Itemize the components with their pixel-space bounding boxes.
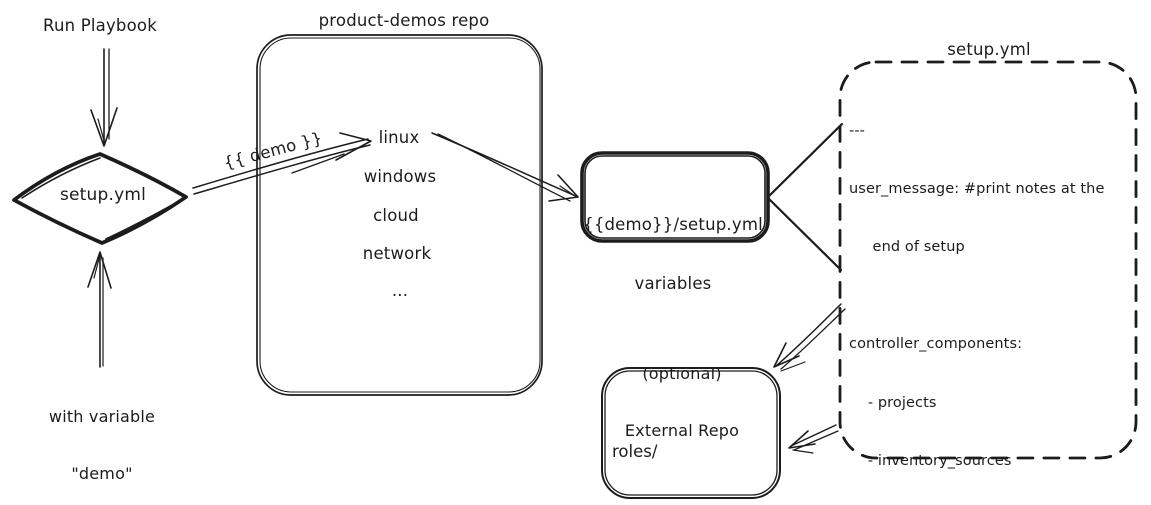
external-repo-line: playbooks/ [612, 504, 701, 505]
yaml-line: --- [849, 122, 865, 139]
setup-yml-content: --- user_message: #print notes at the en… [849, 83, 1104, 505]
setup-yml-diamond-label: setup.yml [59, 185, 147, 205]
demo-variable-arrow [192, 132, 372, 195]
repo-item-network: network [362, 244, 432, 263]
external-repo-label-line2: External Repo [624, 421, 740, 440]
setup-yml-dashed-box [838, 60, 1138, 460]
run-playbook-arrow [90, 48, 118, 147]
variables-box-line2: variables [634, 273, 712, 293]
run-playbook-label: Run Playbook [43, 16, 157, 35]
linux-to-variables-arrow [431, 132, 579, 202]
external-repo-label-line1: (optional) [642, 364, 722, 383]
repo-item-windows: windows [363, 167, 437, 186]
variables-box-label: {{demo}}/setup.yml variables [583, 176, 763, 332]
external-repo-content: roles/ playbooks/ .... [612, 401, 701, 505]
external-repo-label: (optional) External Repo [625, 326, 739, 478]
yaml-line: user_message: #print notes at the [849, 181, 1105, 198]
yaml-line: controller_components: [849, 336, 1023, 353]
repo-item-more: ... [391, 281, 409, 300]
yaml-line: - projects [849, 394, 937, 411]
with-variable-line1: with variable [48, 407, 156, 426]
setup-yml-title: setup.yml [947, 40, 1031, 59]
with-variable-label: with variable "demo" [49, 369, 155, 505]
external-repo-line: roles/ [612, 442, 658, 461]
repo-item-linux: linux [378, 128, 420, 147]
projects-to-external-arrow [773, 303, 846, 372]
yaml-line: end of setup [849, 239, 965, 256]
yaml-line: - inventory_sources [849, 452, 1012, 469]
external-repo-box [601, 367, 781, 499]
variables-to-setup-lines [766, 122, 844, 272]
with-variable-line2: "demo" [71, 464, 133, 483]
variables-box-line1: {{demo}}/setup.yml [583, 215, 763, 234]
product-demos-repo-title: product-demos repo [318, 11, 490, 30]
setup-yml-diamond [12, 152, 188, 245]
repo-item-cloud: cloud [373, 206, 419, 225]
job-templates-to-external-arrow [788, 424, 839, 454]
with-variable-arrow [87, 251, 112, 368]
product-demos-repo-box [256, 34, 543, 396]
